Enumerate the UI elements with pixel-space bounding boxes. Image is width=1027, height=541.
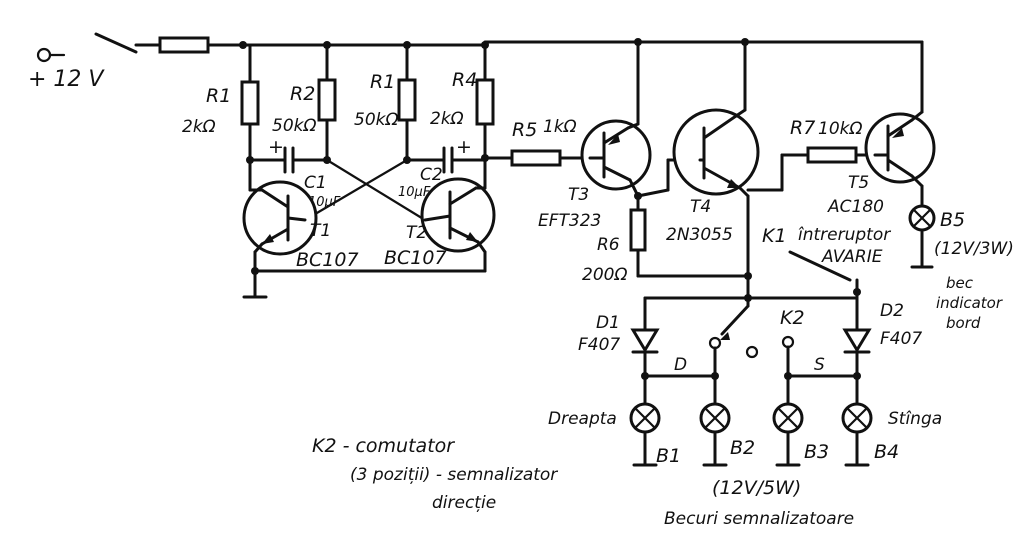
r3-name: R1 (370, 71, 395, 93)
c2-plus: + (456, 136, 472, 158)
top-rail (206, 40, 924, 47)
k1-line1: întreruptor (798, 225, 891, 245)
resistor-r3 (397, 43, 417, 162)
r7-value: 10kΩ (818, 119, 862, 139)
b2-name: B2 (730, 437, 755, 459)
lamp-b5 (908, 204, 936, 269)
diode-d1 (630, 328, 660, 378)
diode-d2 (842, 328, 872, 378)
c1-value: 10µF (308, 195, 341, 210)
t4-type: 2N3055 (666, 225, 733, 245)
main-switch (94, 32, 162, 54)
r6-value: 200Ω (582, 265, 627, 285)
r4-name: R4 (452, 69, 477, 91)
k2-note-line2: (3 poziții) - semnalizator (350, 465, 558, 485)
supply-label: + 12 V (28, 67, 105, 92)
c2-value: 10µF (398, 185, 431, 200)
r3-value: 50kΩ (354, 110, 398, 130)
b4-label: Stînga (888, 409, 942, 429)
resistor-r2 (317, 43, 337, 162)
b5-note2: indicator (936, 294, 1003, 312)
t5-type: AC180 (827, 197, 884, 217)
t5-name: T5 (848, 173, 869, 193)
fuse (158, 36, 210, 54)
r2-value: 50kΩ (272, 116, 316, 136)
r5-name: R5 (512, 119, 537, 141)
transistor-t1 (242, 158, 318, 256)
emitter-rail (242, 250, 487, 299)
r1-value: 2kΩ (182, 117, 216, 137)
r6-name: R6 (597, 235, 620, 255)
t4-name: T4 (690, 197, 711, 217)
resistor-r6 (629, 194, 750, 278)
d2-type: F407 (880, 329, 922, 349)
switch-k2 (708, 296, 795, 378)
lamp-b4 (841, 374, 873, 467)
transistor-t3 (580, 40, 652, 198)
b4-name: B4 (874, 441, 899, 463)
switch-k1 (788, 250, 861, 300)
b1-label: Dreapta (548, 409, 617, 429)
t2-type: BC107 (384, 247, 447, 269)
r4-value: 2kΩ (430, 109, 464, 129)
k2-note-line1: K2 - comutator (312, 435, 455, 457)
d1-type: F407 (578, 335, 620, 355)
capacitor-c1 (248, 146, 329, 174)
b1-name: B1 (656, 445, 681, 467)
t1-name: T1 (310, 221, 331, 241)
transistor-t5 (864, 40, 936, 208)
capacitor-c2 (405, 146, 487, 174)
t3-name: T3 (568, 185, 589, 205)
k1-name: K1 (762, 225, 787, 247)
node-s-label: S (814, 355, 825, 375)
transistor-t4 (672, 40, 760, 198)
k2-name: K2 (780, 307, 805, 329)
node-d-label: D (674, 355, 687, 375)
resistor-r4 (475, 43, 495, 160)
r2-name: R2 (290, 83, 315, 105)
distribution-bus (643, 296, 859, 332)
b5-name: B5 (940, 209, 965, 231)
d2-name: D2 (880, 301, 904, 321)
b5-rating: (12V/3W) (934, 239, 1014, 259)
t1-type: BC107 (296, 249, 359, 271)
lamp-b2 (699, 374, 731, 467)
lamp-b1 (629, 374, 661, 467)
cross-coupling-wires (303, 158, 427, 222)
r1-name: R1 (206, 85, 231, 107)
c1-name: C1 (304, 173, 327, 193)
supply-terminal (36, 47, 66, 63)
b3-name: B3 (804, 441, 829, 463)
b5-note3: bord (946, 314, 981, 332)
bulbs-caption: Becuri semnalizatoare (664, 509, 854, 529)
resistor-r1 (240, 43, 260, 162)
t2-name: T2 (406, 223, 427, 243)
c2-name: C2 (420, 165, 443, 185)
k2-note-line3: direcție (432, 493, 496, 513)
r5-value: 1kΩ (543, 117, 577, 137)
t4-emitter-line (744, 194, 752, 302)
lamp-b3 (772, 374, 804, 467)
k1-line2: AVARIE (821, 247, 883, 267)
resistor-r5 (483, 149, 592, 167)
t3-type: EFT323 (538, 211, 601, 231)
bulbs-rating: (12V/5W) (712, 477, 801, 499)
transistor-t2 (420, 156, 496, 273)
d1-name: D1 (596, 313, 620, 333)
r7-name: R7 (790, 117, 815, 139)
b5-note1: bec (946, 274, 974, 292)
c1-plus: + (268, 136, 284, 158)
